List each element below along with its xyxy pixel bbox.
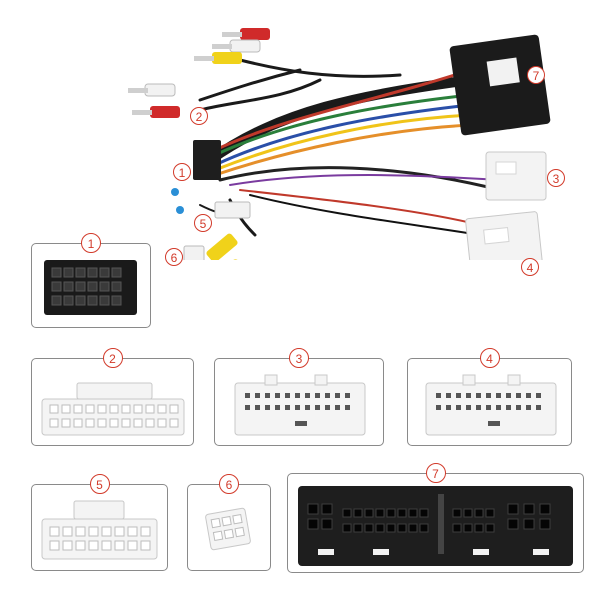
rca-plug-red-mid	[132, 106, 180, 118]
harness-illustration	[128, 28, 551, 260]
box-number-6: 6	[219, 474, 239, 494]
detail-box-7: 7	[287, 463, 584, 573]
box-number-4: 4	[479, 348, 500, 368]
box-number-5: 5	[89, 474, 110, 494]
rca-plug-yellow-bottom-1	[206, 233, 238, 260]
connector-7-closeup	[298, 486, 573, 566]
connector-5-white	[214, 201, 251, 219]
callout-1: 1	[173, 163, 191, 181]
detail-box-6: 6	[187, 474, 271, 571]
callout-7: 7	[527, 66, 545, 84]
detail-box-3: 3	[214, 348, 384, 446]
callout-5: 5	[194, 214, 212, 232]
detail-box-2: 2	[31, 348, 194, 446]
callout-6: 6	[165, 248, 183, 266]
rca-plug-red-top	[222, 28, 270, 40]
connector-3-white	[485, 151, 547, 201]
detail-box-1: 1	[31, 233, 151, 328]
box-number-3: 3	[289, 348, 309, 368]
connector-7-black	[449, 34, 551, 136]
box-number-7: 7	[425, 463, 446, 483]
callout-2: 2	[190, 107, 208, 125]
rca-plug-white-mid	[128, 83, 176, 97]
callout-4: 4	[521, 258, 539, 276]
blue-wire-ends	[171, 188, 184, 214]
connector-5-closeup	[41, 500, 158, 560]
rca-plug-white-top	[212, 39, 261, 53]
detail-box-5: 5	[31, 474, 168, 571]
wire-bundle	[198, 58, 502, 237]
callout-3: 3	[547, 169, 565, 187]
rca-plug-yellow-bottom-2	[224, 259, 246, 260]
connector-3-closeup	[234, 374, 366, 436]
detail-box-4: 4	[407, 348, 572, 446]
box-number-1: 1	[81, 233, 101, 253]
connector-1-closeup	[44, 260, 137, 315]
connector-4-white	[465, 211, 543, 260]
connector-2-closeup	[41, 382, 185, 436]
connector-6-closeup	[205, 507, 251, 551]
connector-4-closeup	[425, 374, 557, 436]
box-number-2: 2	[102, 348, 123, 368]
connector-6-white	[183, 245, 205, 260]
connector-1-black	[193, 140, 221, 180]
rca-plug-yellow-top	[194, 52, 242, 64]
